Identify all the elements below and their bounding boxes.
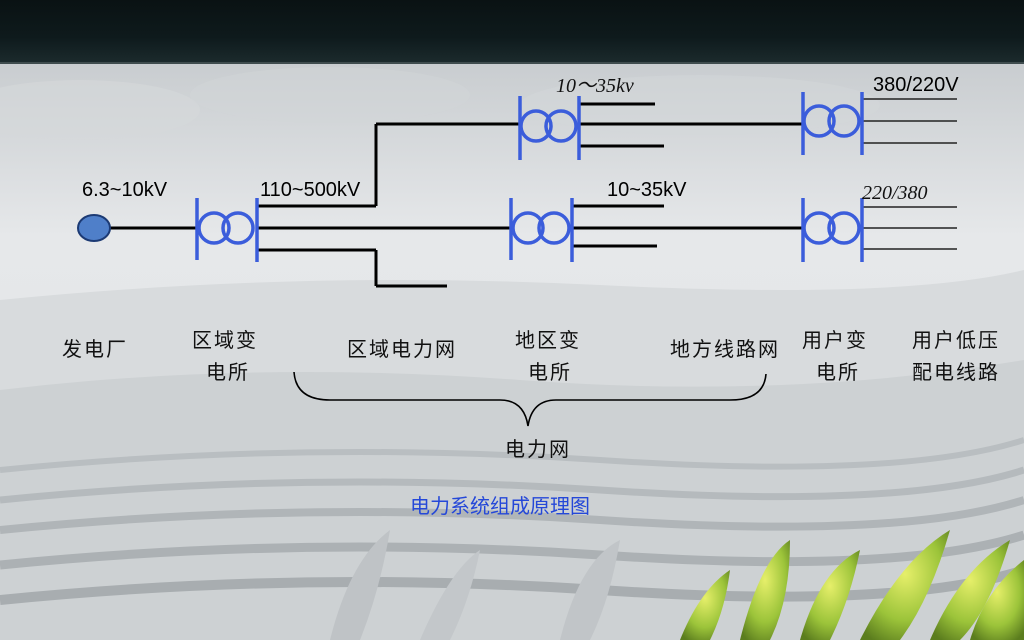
transmission-voltage-label: 110~500kV [260, 179, 361, 201]
transformers [197, 92, 862, 262]
grid-label: 电力网 [505, 437, 571, 461]
regional-substation-label-2: 电所 [206, 360, 250, 384]
user-substation-mid-transformer-icon [803, 198, 862, 262]
user-substation-label-2: 电所 [816, 360, 860, 384]
user-top-voltage-label: 380/220V [873, 74, 959, 96]
user-substation-upper-transformer-icon [803, 92, 862, 155]
district-substation-upper-transformer-icon [520, 96, 579, 160]
plant-voltage-label: 6.3~10kV [82, 179, 168, 201]
user-lv-label-2: 配电线路 [912, 360, 1000, 384]
local-lines-label: 地方线路网 [670, 337, 780, 361]
regional-substation-label-1: 区域变 [192, 328, 258, 352]
diagram-caption: 电力系统组成原理图 [410, 494, 590, 518]
connection-lines [110, 104, 803, 286]
power-plant-icon [78, 215, 110, 241]
district-substation-mid-transformer-icon [511, 198, 572, 262]
user-lines [862, 99, 957, 249]
user-lv-label-1: 用户低压 [912, 328, 1000, 352]
regional-grid-label: 区域电力网 [347, 337, 457, 361]
regional-mid-voltage-label: 10~35kV [607, 179, 687, 201]
user-mid-voltage-label: 220/380 [862, 182, 928, 204]
regional-substation-transformer-icon [197, 198, 257, 262]
power-plant-label: 发电厂 [62, 337, 128, 361]
district-substation-label-2: 电所 [528, 360, 572, 384]
regional-top-voltage-label: 10～35kv [556, 75, 634, 97]
user-substation-label-1: 用户变 [802, 328, 868, 352]
district-substation-label-1: 地区变 [515, 328, 581, 352]
